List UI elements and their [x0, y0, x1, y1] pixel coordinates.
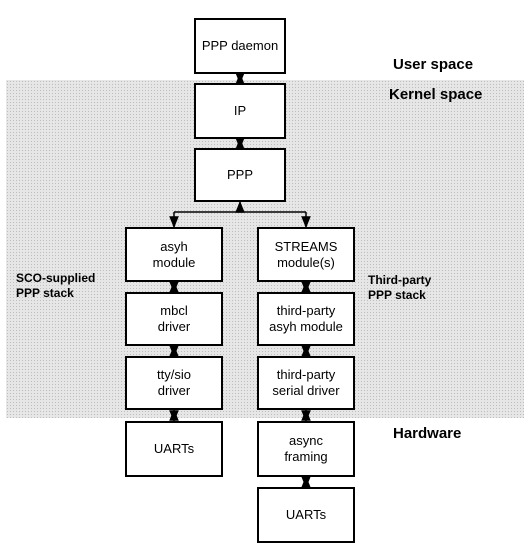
third-party-stack-label: Third-party PPP stack: [368, 273, 432, 302]
tty-sio-driver-box: tty/sio driver: [125, 356, 223, 410]
async-framing-box: async framing: [257, 421, 355, 477]
streams-modules-box: STREAMS module(s): [257, 227, 355, 282]
uarts-left-box: UARTs: [125, 421, 223, 477]
tty-sio-driver-label: tty/sio driver: [157, 367, 191, 398]
ppp-daemon-box: PPP daemon: [194, 18, 286, 74]
asyh-module-label: asyh module: [152, 238, 196, 270]
third-party-serial-driver-box: third-party serial driver: [257, 356, 355, 410]
ppp-label: PPP: [226, 167, 253, 182]
ip-label: IP: [233, 103, 247, 118]
asyh-module-box: asyh module: [125, 227, 223, 282]
uarts-right-label: UARTs: [285, 507, 327, 522]
ip-box: IP: [194, 83, 286, 139]
third-party-serial-driver-label: third-party serial driver: [272, 367, 340, 398]
mbcl-driver-label: mbcl driver: [157, 303, 191, 334]
kernel-space-label: Kernel space: [389, 86, 483, 103]
streams-modules-label: STREAMS module(s): [274, 238, 338, 270]
ppp-daemon-label: PPP daemon: [201, 38, 279, 53]
third-party-asyh-module-label: third-party asyh module: [269, 303, 343, 334]
uarts-left-label: UARTs: [153, 441, 195, 456]
mbcl-driver-box: mbcl driver: [125, 292, 223, 346]
async-framing-label: async framing: [284, 433, 328, 464]
user-space-label: User space: [393, 56, 474, 73]
sco-supplied-stack-label: SCO-supplied PPP stack: [16, 271, 96, 300]
uarts-right-box: UARTs: [257, 487, 355, 543]
ppp-box: PPP: [194, 148, 286, 202]
hardware-label: Hardware: [393, 425, 462, 442]
third-party-asyh-module-box: third-party asyh module: [257, 292, 355, 346]
